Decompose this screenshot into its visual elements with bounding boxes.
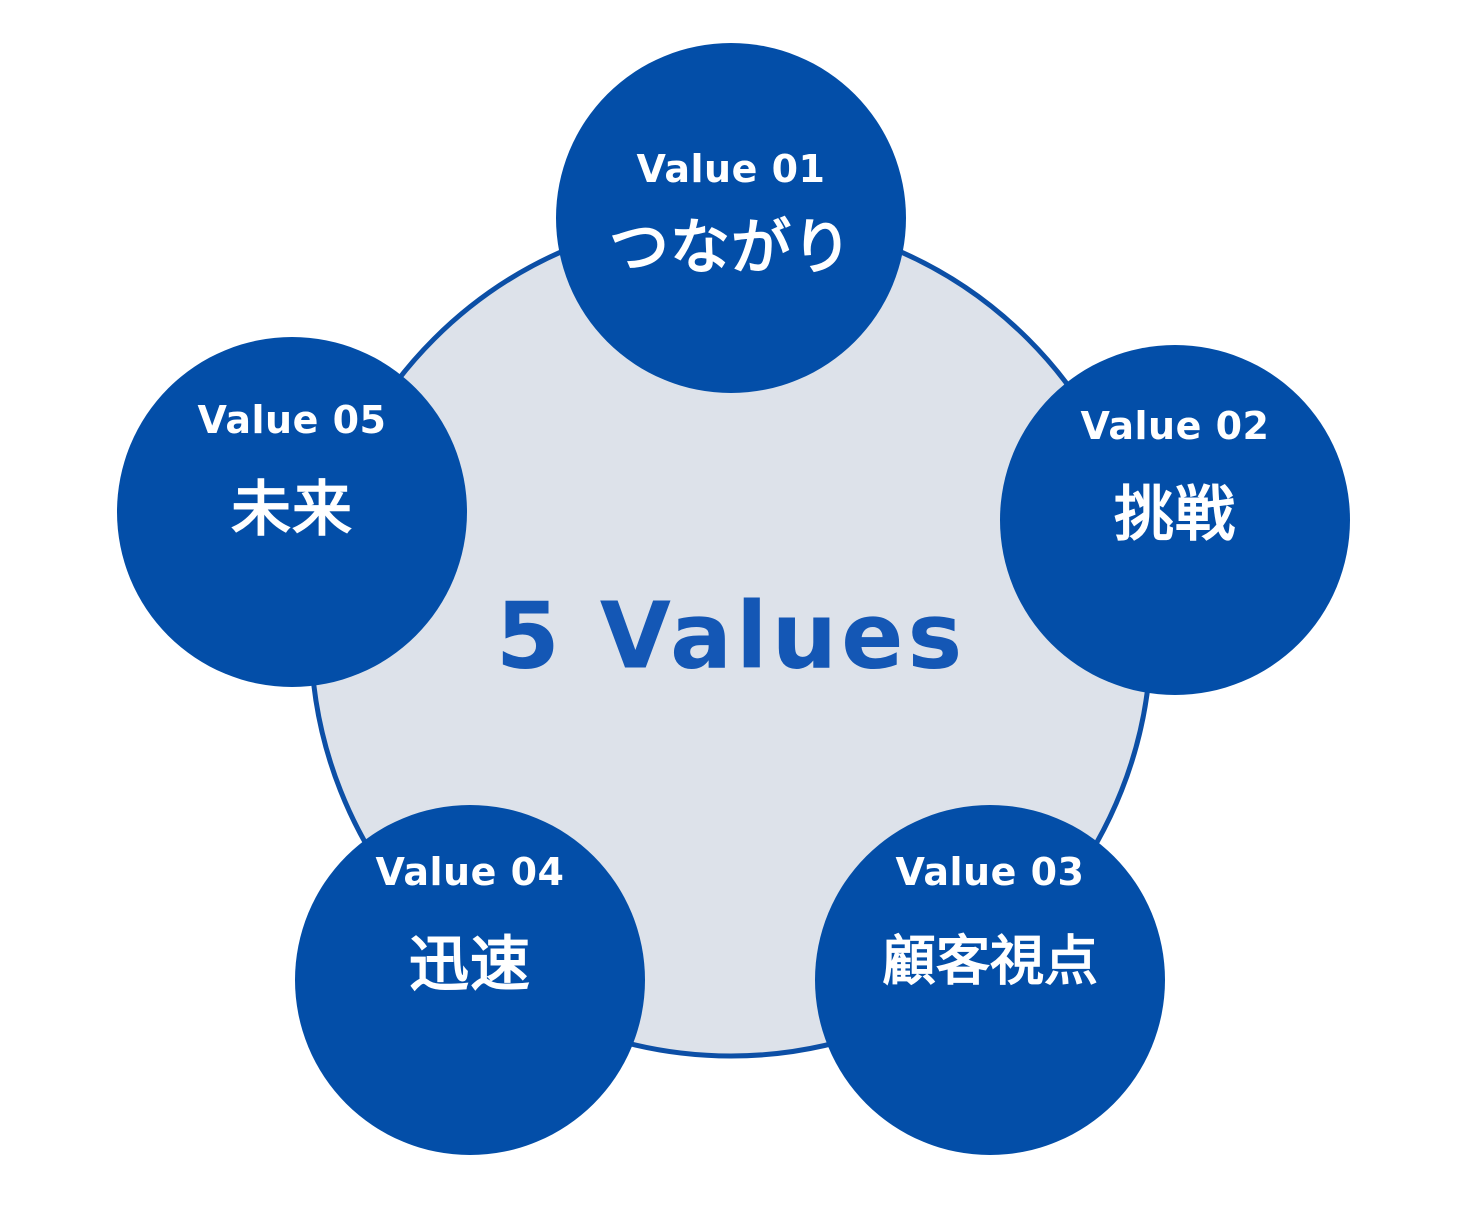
value-eyebrow-value-01: Value 01 [637, 147, 826, 191]
value-node-value-01[interactable]: Value 01 つながり [556, 43, 906, 393]
value-node-value-02[interactable]: Value 02 挑戦 [1000, 345, 1350, 695]
value-title-value-05: 未来 [231, 475, 353, 545]
value-circle-value-01[interactable] [556, 43, 906, 393]
value-eyebrow-value-02: Value 02 [1081, 404, 1270, 448]
value-circle-value-03[interactable] [815, 805, 1165, 1155]
value-title-value-01: つながり [609, 213, 853, 283]
value-node-value-04[interactable]: Value 04 迅速 [295, 805, 645, 1155]
hub-label: 5 Values [496, 583, 966, 690]
value-circle-value-02[interactable] [1000, 345, 1350, 695]
value-circle-value-05[interactable] [117, 337, 467, 687]
value-node-value-03[interactable]: Value 03 顧客視点 [815, 805, 1165, 1155]
value-eyebrow-value-05: Value 05 [198, 398, 387, 442]
value-title-value-04: 迅速 [409, 930, 531, 1000]
value-node-value-05[interactable]: Value 05 未来 [117, 337, 467, 687]
value-circle-value-04[interactable] [295, 805, 645, 1155]
value-title-value-03: 顧客視点 [882, 930, 1098, 993]
value-title-value-02: 挑戦 [1114, 480, 1236, 550]
value-eyebrow-value-03: Value 03 [896, 850, 1085, 894]
value-eyebrow-value-04: Value 04 [376, 850, 565, 894]
